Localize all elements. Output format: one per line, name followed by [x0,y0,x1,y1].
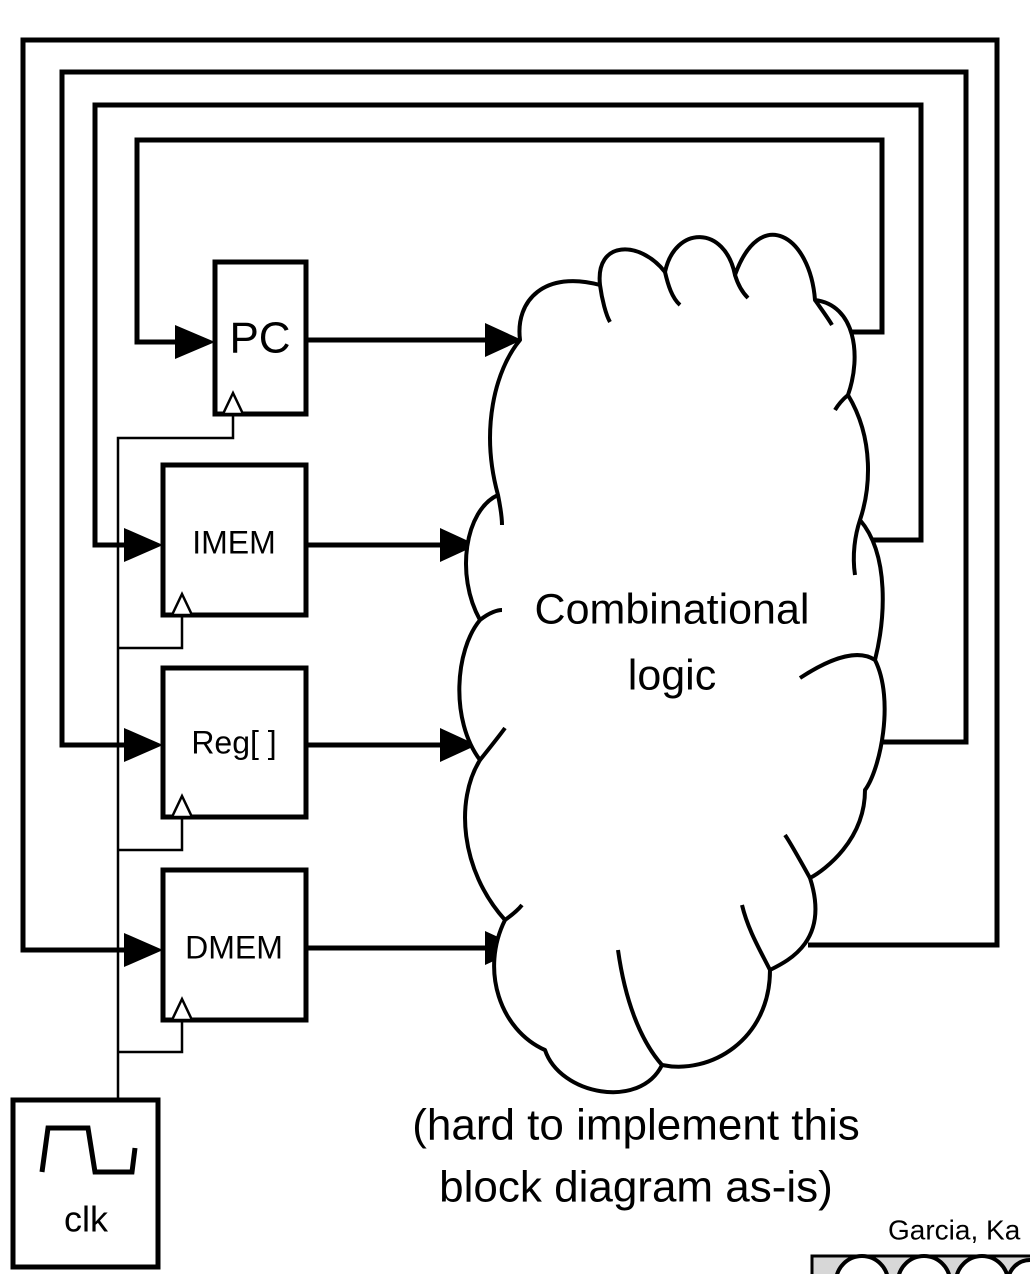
cloud-label-line2: logic [628,651,716,699]
clock-wire-dmem [118,1018,184,1054]
caption-line1: (hard to implement this [412,1101,860,1150]
license-badge-icon [810,1254,1030,1274]
reg-register-box [160,665,309,820]
pc-label: PC [229,314,290,363]
imem-register-box [160,462,309,618]
caption-line2: block diagram as-is) [439,1163,833,1212]
cloud-inner-arc-4 [813,298,834,327]
reg-label: Reg[ ] [191,724,276,760]
feedback-wire-dmem [20,37,1000,953]
reg-output-arrow [440,728,477,762]
credit-text: Garcia, Ka [888,1214,1021,1245]
reg-clock-triangle [170,793,194,819]
imem-label: IMEM [192,524,276,560]
dmem-clock-triangle [170,996,194,1022]
cloud-inner-arc-5 [833,393,850,412]
cloud-inner-arc-9 [740,904,772,971]
cloud-inner-arc-7 [798,653,877,680]
arrow-into-imem [124,528,163,562]
cloud-inner-arc-10 [616,949,664,1067]
cloud-inner-arc-3 [733,274,750,300]
cloud-inner-arc-11 [503,903,524,922]
arrow-into-reg [124,728,163,762]
clock-waveform-icon [39,1125,138,1175]
dmem-label: DMEM [185,929,283,965]
cloud-inner-arc-1 [598,284,612,323]
cloud-inner-arc-12 [478,726,507,762]
pc-output-arrow [485,323,522,357]
pc-register-box [212,259,309,417]
cloud-inner-arc-13 [478,608,503,622]
arrow-into-pc [175,325,215,359]
feedback-wire-pc [134,137,885,345]
pc-clock-triangle [221,390,245,416]
clock-label: clk [64,1199,109,1240]
cloud-inner-arc-8 [783,833,812,879]
cloud-inner-arc-2 [663,271,682,307]
clock-wire-imem [118,612,184,650]
arrow-into-dmem [124,933,163,967]
clock-wire-reg [118,815,184,852]
imem-output-arrow [440,528,477,562]
imem-clock-triangle [170,591,194,617]
clock-generator-box [10,1097,161,1270]
clock-wire-main [116,412,235,1100]
combinational-logic-cloud [457,232,887,1095]
feedback-wire-imem [92,102,924,548]
cloud-inner-arc-6 [851,519,862,576]
dmem-register-box [160,867,309,1023]
cloud-label-line1: Combinational [535,585,810,633]
cloud-inner-arc-14 [496,494,504,526]
feedback-wire-reg [59,69,969,748]
